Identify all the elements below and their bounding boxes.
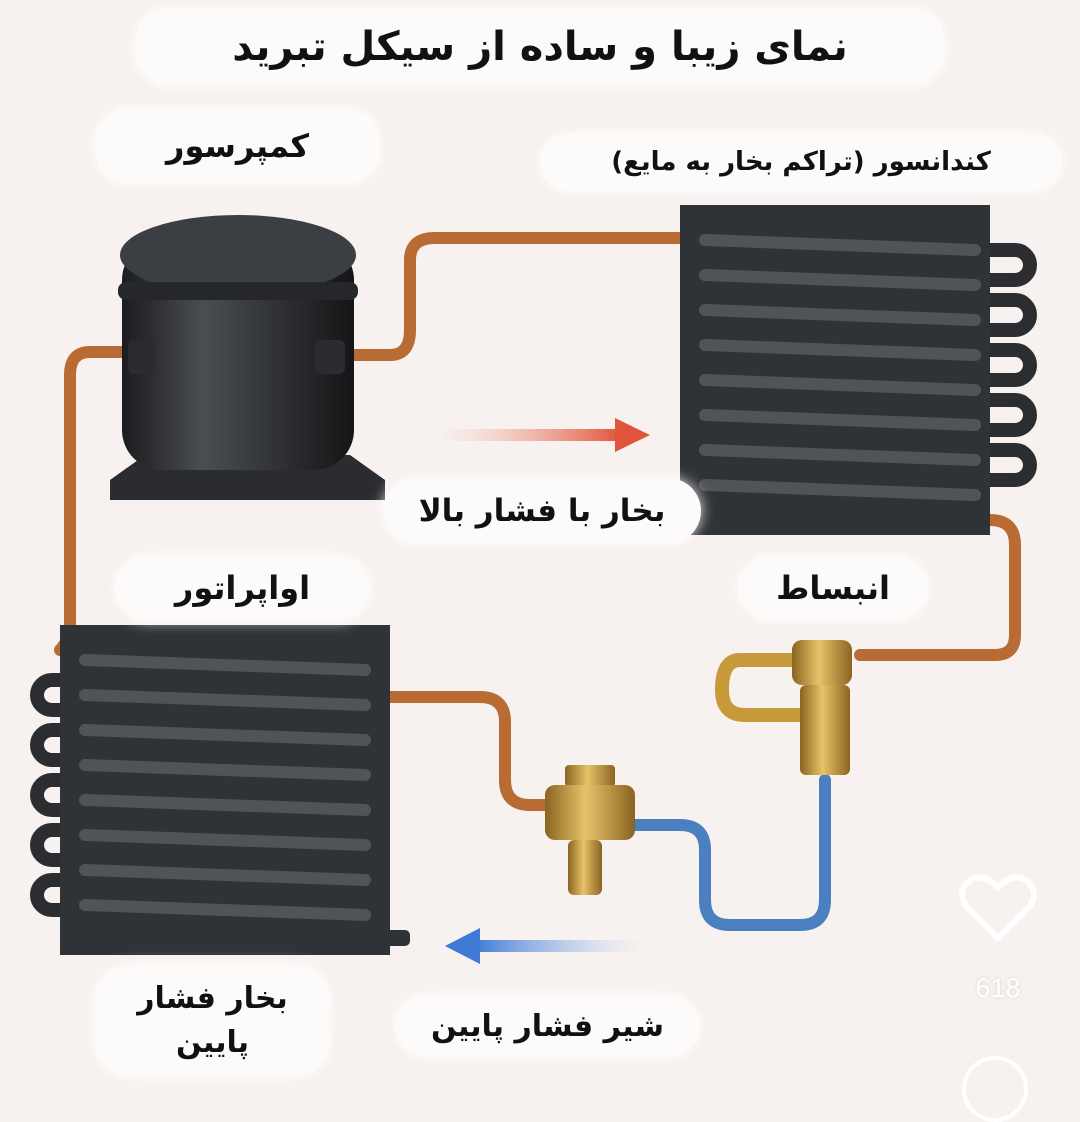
evaporator: [30, 625, 410, 955]
low-pressure-vapor-line1: بخار فشار: [137, 981, 288, 1016]
evaporator-label-text: اواپراتور: [174, 569, 311, 607]
like-button[interactable]: [958, 872, 1038, 944]
condenser-label: کندانسور (تراکم بخار به مایع): [540, 133, 1062, 191]
compressor: [110, 215, 385, 500]
like-count: 618: [975, 973, 1021, 1003]
condenser-label-text: کندانسور (تراکم بخار به مایع): [611, 147, 991, 177]
expansion-label-text: انبساط: [776, 569, 890, 607]
comment-button[interactable]: [962, 1056, 1028, 1122]
expansion-valve: [714, 640, 852, 775]
low-pressure-valve-label: شیر فشار پایین: [395, 995, 700, 1057]
expansion-label: انبساط: [738, 556, 928, 620]
high-pressure-flow-arrow: [440, 418, 650, 452]
refrigeration-cycle-illustration: [30, 205, 1037, 964]
compressor-label: کمپرسور: [95, 108, 380, 184]
high-pressure-vapor-label: بخار با فشار بالا: [383, 478, 701, 544]
page-title: نمای زیبا و ساده از سیکل تبرید: [135, 8, 945, 86]
heart-icon: [959, 874, 1037, 941]
condenser: [680, 205, 1037, 535]
high-pressure-vapor-text: بخار با فشار بالا: [418, 493, 666, 529]
low-pressure-vapor-label: بخار فشار پایین: [95, 965, 330, 1077]
low-pressure-valve-text: شیر فشار پایین: [430, 1008, 665, 1044]
title-text: نمای زیبا و ساده از سیکل تبرید: [232, 24, 848, 70]
low-pressure-vapor-line2: پایین: [175, 1025, 250, 1060]
compressor-label-text: کمپرسور: [166, 127, 309, 165]
cold-pipe: [619, 774, 831, 931]
low-pressure-valve: [545, 765, 635, 895]
low-pressure-flow-arrow: [445, 928, 640, 964]
evaporator-label: اواپراتور: [115, 555, 370, 621]
